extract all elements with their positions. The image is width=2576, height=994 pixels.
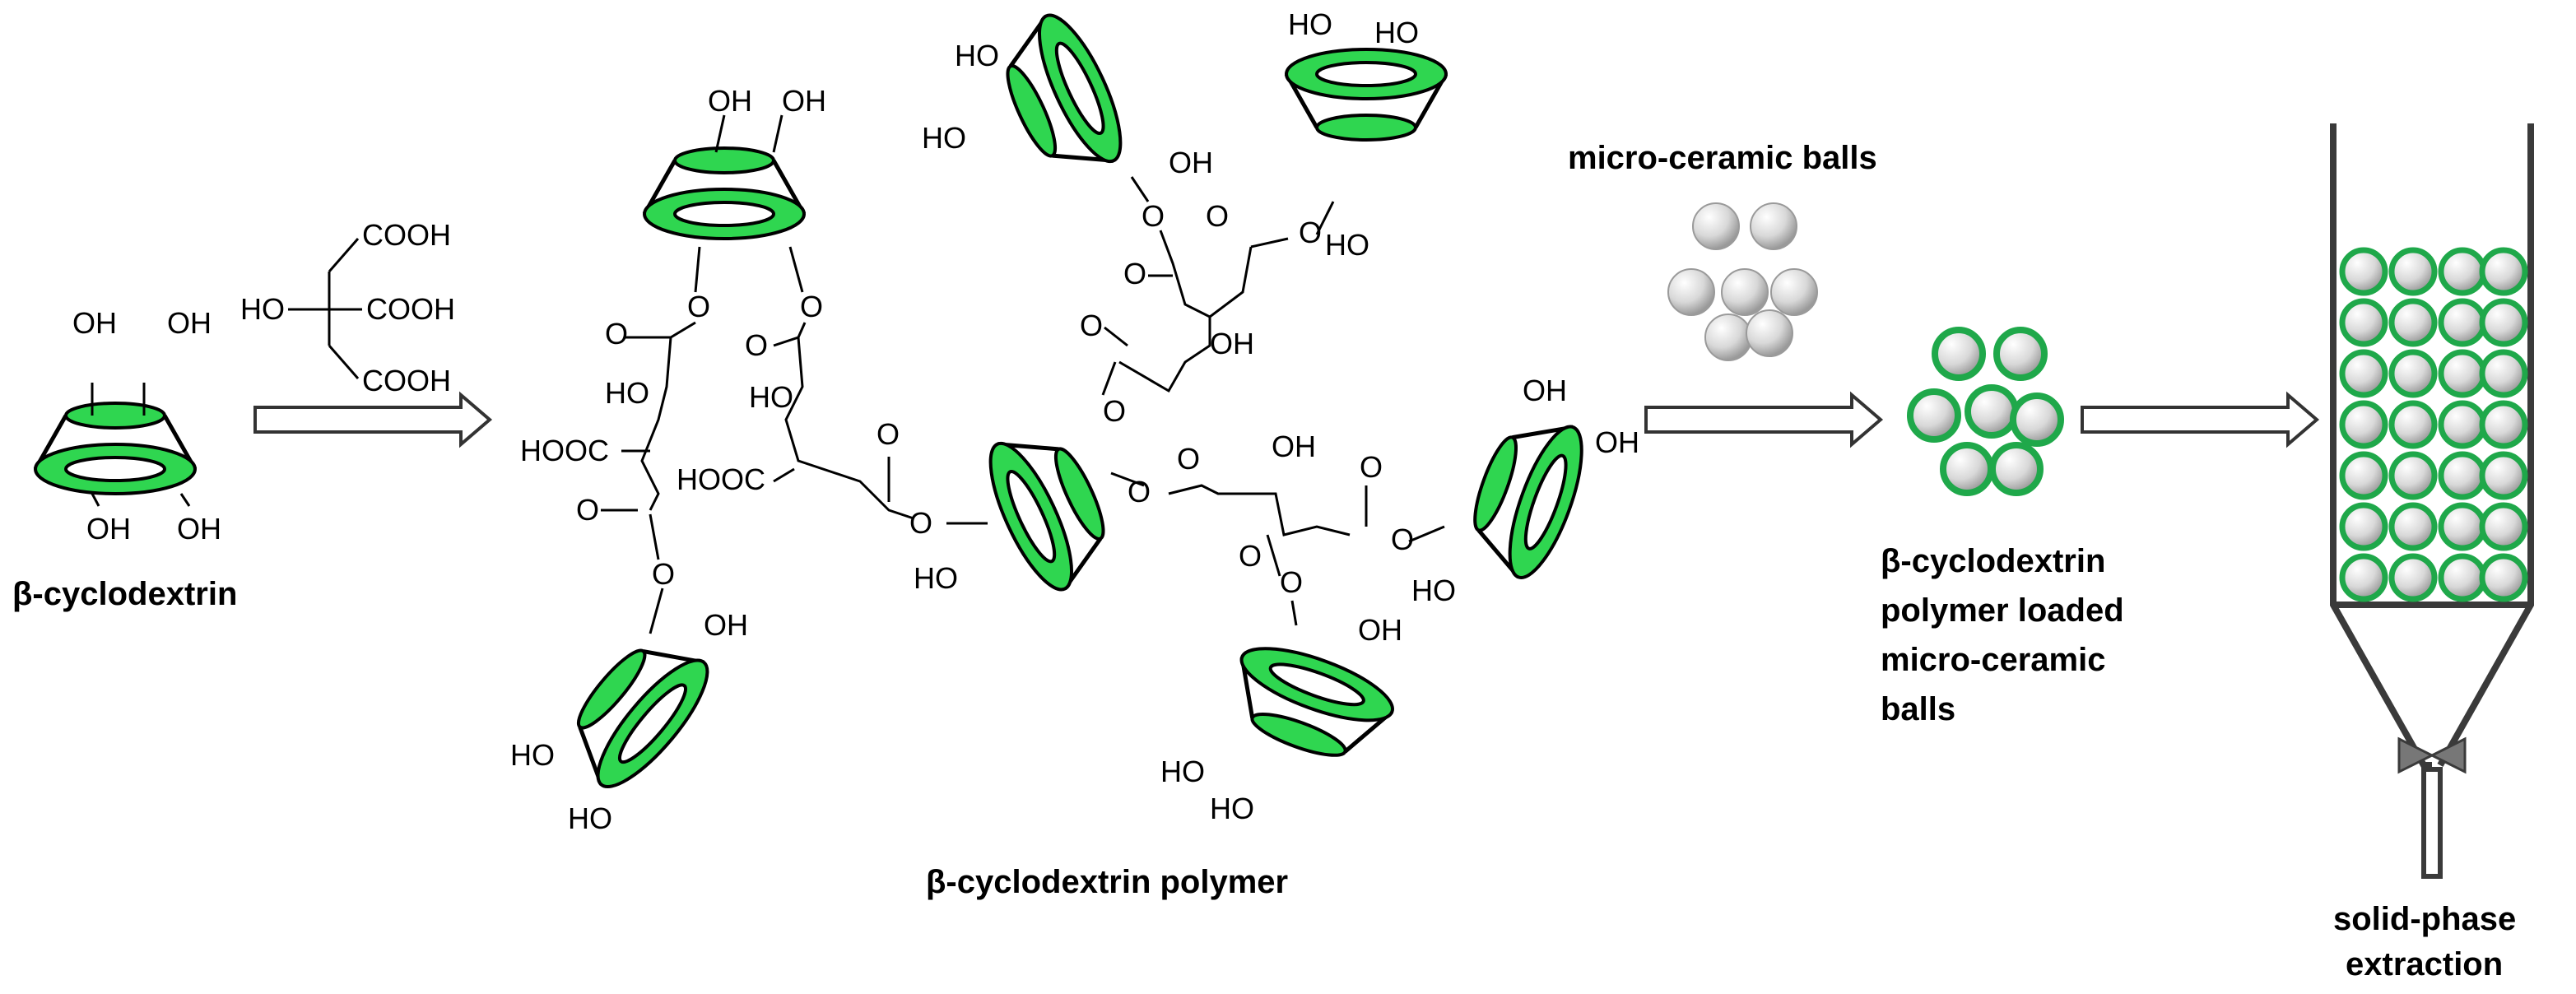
oh-label: OH xyxy=(704,608,748,642)
ho-label: HO xyxy=(240,292,285,326)
ho-label: HO xyxy=(605,376,649,410)
spe-label-line2: extraction xyxy=(2346,946,2503,982)
oh-label: OH xyxy=(1595,425,1639,459)
cyclodextrin-icon xyxy=(35,403,195,494)
loading-arrow xyxy=(1644,391,1884,448)
oh-label: OH xyxy=(1523,374,1567,407)
cyclodextrin-icon xyxy=(1286,49,1446,140)
o-label: O xyxy=(1177,442,1200,476)
o-label: O xyxy=(1128,475,1151,509)
citric-acid-reagent: HO COOH COOH COOH xyxy=(240,218,455,397)
oh-label: OH xyxy=(1210,327,1254,360)
o-label: O xyxy=(687,290,710,323)
hooc-label: HOOC xyxy=(677,462,765,496)
reaction-arrow xyxy=(253,391,493,448)
oh-label: OH xyxy=(86,512,131,546)
cyclodextrin-icon xyxy=(987,6,1137,188)
cyclodextrin-icon xyxy=(1457,405,1597,586)
oh-label: OH xyxy=(177,512,221,546)
oh-label: OH xyxy=(782,84,826,118)
ho-label: HO xyxy=(568,801,612,835)
ho-label: HO xyxy=(1288,7,1332,41)
loaded-balls: β-cyclodextrin polymer loaded micro-cera… xyxy=(1881,330,2124,727)
ho-label: HO xyxy=(749,380,793,414)
polymer-label: β-cyclodextrin polymer xyxy=(926,864,1288,900)
o-label: O xyxy=(1103,394,1126,428)
ho-label: HO xyxy=(914,561,958,595)
spe-label-line1: solid-phase xyxy=(2333,901,2516,937)
ho-label: HO xyxy=(1160,755,1205,788)
cyclodextrin-icon xyxy=(1220,634,1401,773)
cooh-label: COOH xyxy=(362,364,451,397)
oh-label: OH xyxy=(167,306,212,340)
loaded-label-line2: polymer loaded xyxy=(1881,592,2124,629)
o-label: O xyxy=(1360,450,1383,484)
cyclodextrin-icon xyxy=(975,416,1125,599)
hooc-label: HOOC xyxy=(520,434,609,467)
o-label: O xyxy=(1142,199,1165,233)
micro-ceramic-balls: micro-ceramic balls xyxy=(1568,140,1877,361)
ho-label: HO xyxy=(510,738,555,772)
o-label: O xyxy=(1206,199,1229,233)
o-label: O xyxy=(909,506,932,540)
ho-label: HO xyxy=(955,39,999,72)
oh-label: OH xyxy=(72,306,117,340)
o-label: O xyxy=(876,417,900,451)
packed-balls xyxy=(2342,250,2525,599)
ho-label: HO xyxy=(1325,228,1369,262)
ho-label: HO xyxy=(922,121,966,155)
o-label: O xyxy=(576,493,599,527)
oh-label: OH xyxy=(1358,613,1402,647)
beta-cyclodextrin-monomer: OH OH OH OH β-cyclodextrin xyxy=(12,306,237,612)
ho-label: HO xyxy=(1411,574,1456,607)
o-label: O xyxy=(605,317,628,351)
packing-arrow xyxy=(2081,391,2320,448)
loaded-label-line4: balls xyxy=(1881,691,1955,727)
loaded-label-line3: micro-ceramic xyxy=(1881,642,2105,678)
spe-column: solid-phase extraction xyxy=(2330,123,2534,982)
o-label: O xyxy=(652,557,675,591)
ho-label: HO xyxy=(1374,16,1419,49)
cooh-label: COOH xyxy=(366,292,455,326)
o-label: O xyxy=(1123,257,1146,290)
cyclodextrin-icon xyxy=(551,620,723,801)
oh-label: OH xyxy=(1169,146,1213,179)
cooh-label: COOH xyxy=(362,218,451,252)
ho-label: HO xyxy=(1210,792,1254,825)
o-label: O xyxy=(1391,523,1414,556)
oh-label: OH xyxy=(708,84,752,118)
o-label: O xyxy=(745,328,768,362)
o-label: O xyxy=(1280,565,1303,599)
loaded-label-line1: β-cyclodextrin xyxy=(1881,543,2105,579)
cyclodextrin-polymer: OH OH O O O HO HOOC O O O HO HOOC O O OH… xyxy=(510,6,1639,900)
beta-cyclodextrin-label: β-cyclodextrin xyxy=(12,576,237,612)
micro-ceramic-balls-label: micro-ceramic balls xyxy=(1568,140,1877,176)
oh-label: OH xyxy=(1272,430,1316,463)
o-label: O xyxy=(800,290,823,323)
o-label: O xyxy=(1239,539,1262,573)
o-label: O xyxy=(1080,309,1103,342)
cyclodextrin-icon xyxy=(644,148,804,239)
